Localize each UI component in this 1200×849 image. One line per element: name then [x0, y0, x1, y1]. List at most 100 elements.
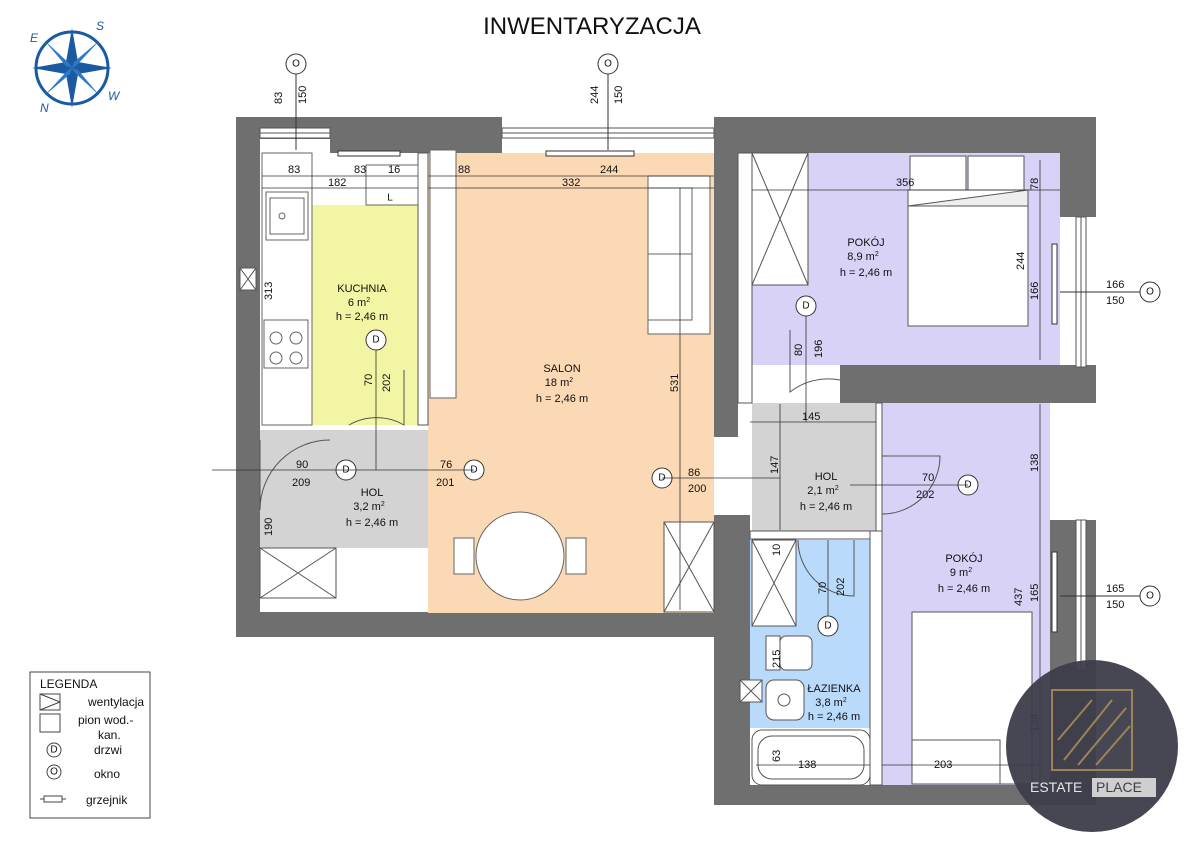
svg-text:8,9 m2: 8,9 m2: [847, 251, 879, 263]
water-pipe-legend-icon: [39, 713, 61, 733]
partitions: [417, 152, 883, 786]
svg-text:80: 80: [793, 344, 805, 356]
svg-text:D: D: [50, 745, 57, 756]
sofa: [647, 175, 711, 335]
svg-text:h = 2,46 m: h = 2,46 m: [938, 583, 990, 595]
dimension-lines: [212, 160, 1060, 780]
svg-text:KUCHNIA: KUCHNIA: [337, 283, 387, 295]
svg-text:202: 202: [916, 489, 934, 501]
legend-item-ventilation: wentylacja: [87, 695, 144, 709]
svg-text:203: 203: [934, 759, 952, 771]
svg-text:200: 200: [688, 483, 706, 495]
svg-text:h = 2,46 m: h = 2,46 m: [808, 711, 860, 723]
legend-item-radiator: grzejnik: [86, 793, 128, 807]
svg-text:202: 202: [835, 578, 847, 596]
door-pokoj1-marker: D: [795, 295, 817, 317]
door-kuchnia-marker: D: [365, 329, 387, 351]
svg-text:166: 166: [1106, 279, 1124, 291]
room-kuchnia-floor: [312, 205, 418, 425]
door-lazienka-marker: D: [817, 615, 839, 637]
svg-text:138: 138: [1029, 454, 1041, 472]
svg-text:215: 215: [771, 650, 783, 668]
kitchen-mark: L: [387, 193, 393, 204]
estate-place-logo: ESTATE PLACE: [1006, 660, 1178, 832]
kitchen-counter: L: [261, 152, 419, 426]
svg-text:88: 88: [458, 164, 470, 176]
legend: LEGENDA wentylacja pion wod.- kan. D drz…: [29, 671, 151, 819]
svg-text:90: 90: [296, 459, 308, 471]
svg-text:83: 83: [354, 164, 366, 176]
compass-letter-w: W: [108, 89, 121, 103]
svg-text:D: D: [824, 621, 831, 632]
window-kuchnia: [259, 127, 331, 139]
svg-text:O: O: [1146, 287, 1154, 298]
compass-rose-icon: E S W N: [30, 19, 121, 115]
bathroom-fixtures: [751, 635, 871, 786]
logo-emblem-icon: [1051, 689, 1133, 771]
window-pokoj2: [1075, 519, 1087, 671]
svg-text:332: 332: [562, 177, 580, 189]
room-label-kuchnia: KUCHNIA 6 m2 h = 2,46 m: [336, 283, 388, 323]
room-label-lazienka: ŁAZIENKA 3,8 m2 h = 2,46 m: [807, 683, 861, 723]
radiator-legend-icon: [40, 795, 66, 803]
svg-text:O: O: [1146, 591, 1154, 602]
compass-letter-n: N: [40, 101, 49, 115]
dining-table: [453, 511, 587, 601]
svg-text:150: 150: [1106, 599, 1124, 611]
legend-item-door: drzwi: [94, 743, 122, 757]
svg-text:HOL: HOL: [361, 487, 384, 499]
svg-text:182: 182: [328, 177, 346, 189]
svg-text:70: 70: [922, 472, 934, 484]
svg-text:h = 2,46 m: h = 2,46 m: [840, 267, 892, 279]
svg-text:3,2 m2: 3,2 m2: [353, 501, 385, 513]
svg-text:138: 138: [798, 759, 816, 771]
svg-text:437: 437: [1013, 588, 1025, 606]
svg-text:209: 209: [292, 477, 310, 489]
compass-letter-s: S: [96, 19, 104, 33]
svg-text:244: 244: [600, 164, 618, 176]
svg-text:2,1 m2: 2,1 m2: [807, 485, 839, 497]
svg-text:190: 190: [263, 518, 275, 536]
radiators: [337, 150, 1058, 633]
svg-text:150: 150: [613, 86, 625, 104]
svg-text:83: 83: [288, 164, 300, 176]
door-swings: [259, 330, 941, 597]
window-pokoj1-marker: O: [1060, 281, 1161, 303]
svg-text:D: D: [802, 301, 809, 312]
svg-text:83: 83: [273, 92, 285, 104]
svg-text:16: 16: [388, 164, 400, 176]
svg-text:78: 78: [1029, 178, 1041, 190]
svg-text:6 m2: 6 m2: [348, 297, 370, 309]
logo-text-place: PLACE: [1096, 779, 1142, 795]
svg-text:9 m2: 9 m2: [950, 567, 972, 579]
compass-letter-e: E: [30, 31, 39, 45]
svg-text:h = 2,46 m: h = 2,46 m: [336, 311, 388, 323]
room-hol2-floor: [752, 403, 876, 531]
bed-pokoj1: [907, 155, 1029, 327]
room-label-hol2: HOL 2,1 m2 h = 2,46 m: [800, 471, 852, 513]
svg-text:196: 196: [813, 340, 825, 358]
room-label-salon: SALON 18 m2 h = 2,46 m: [536, 363, 588, 405]
svg-text:10: 10: [771, 544, 783, 556]
svg-text:3,8 m2: 3,8 m2: [815, 697, 847, 709]
svg-text:244: 244: [1015, 252, 1027, 270]
salon-wall-cabinet: [429, 149, 457, 399]
svg-text:150: 150: [1106, 295, 1124, 307]
svg-text:POKÓJ: POKÓJ: [945, 552, 982, 565]
svg-text:165: 165: [1106, 583, 1124, 595]
room-label-hol1: HOL 3,2 m2 h = 2,46 m: [346, 487, 398, 529]
window-markers: O O O O: [285, 53, 1161, 607]
room-label-pokoj2: POKÓJ 9 m2 h = 2,46 m: [938, 552, 990, 595]
svg-text:70: 70: [363, 374, 375, 386]
legend-item-pipe-cont: kan.: [98, 728, 121, 742]
svg-text:SALON: SALON: [543, 363, 580, 375]
legend-item-window: okno: [94, 767, 120, 781]
svg-text:O: O: [50, 767, 58, 778]
svg-text:ŁAZIENKA: ŁAZIENKA: [807, 683, 861, 695]
svg-text:145: 145: [802, 411, 820, 423]
svg-text:150: 150: [297, 86, 309, 104]
svg-text:h = 2,46 m: h = 2,46 m: [346, 517, 398, 529]
svg-text:POKÓJ: POKÓJ: [847, 236, 884, 249]
svg-text:h = 2,46 m: h = 2,46 m: [536, 393, 588, 405]
